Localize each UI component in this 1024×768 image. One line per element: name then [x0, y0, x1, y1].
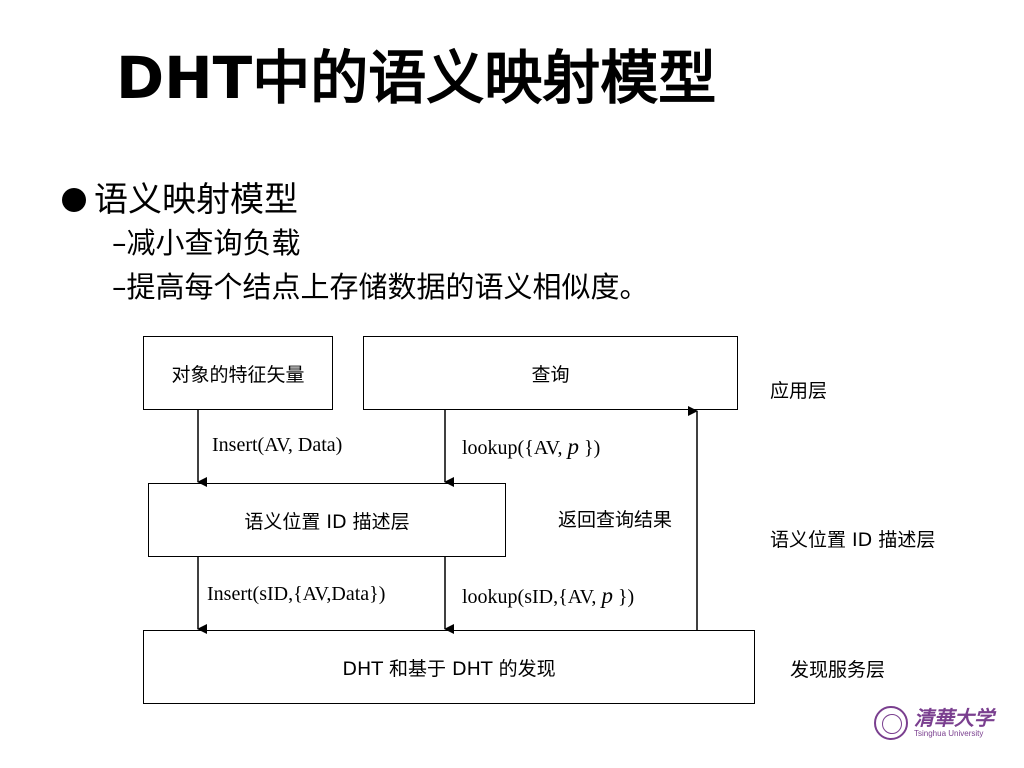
semantic-id-box: 语义位置 ID 描述层 [148, 483, 506, 557]
lookup-sid-label: lookup(sID,{AV, p }) [462, 583, 635, 608]
feature-vector-box: 对象的特征矢量 [143, 336, 333, 410]
tsinghua-logo: 清華大学 Tsinghua University [874, 706, 994, 740]
subpoint-1: –减小查询负载 [112, 226, 301, 260]
lookup-av-label: lookup({AV, p }) [462, 434, 601, 459]
page-title: DHT中的语义映射模型 [116, 44, 717, 112]
insert-sid-label: Insert(sID,{AV,Data}) [207, 583, 386, 605]
semantic-id-label: 语义位置 ID 描述层 [244, 510, 410, 533]
bullet-dot-icon [62, 188, 86, 212]
logo-chinese-text: 清華大学 [914, 706, 994, 730]
bullet-item: 语义映射模型 [62, 178, 298, 222]
query-label: 查询 [531, 363, 570, 386]
bullet-text: 语义映射模型 [94, 180, 298, 220]
dht-label: DHT 和基于 DHT 的发现 [342, 657, 556, 680]
return-result-label: 返回查询结果 [558, 509, 673, 531]
dht-box: DHT 和基于 DHT 的发现 [143, 630, 755, 704]
university-seal-icon [874, 706, 908, 740]
discovery-layer-label: 发现服务层 [790, 659, 886, 681]
semantic-layer-label: 语义位置 ID 描述层 [770, 529, 936, 551]
logo-english-text: Tsinghua University [914, 729, 984, 738]
query-box: 查询 [363, 336, 738, 410]
insert-av-label: Insert(AV, Data) [212, 434, 343, 456]
app-layer-label: 应用层 [770, 380, 828, 402]
subpoint-2: –提高每个结点上存储数据的语义相似度。 [112, 270, 649, 304]
feature-vector-label: 对象的特征矢量 [171, 363, 305, 386]
